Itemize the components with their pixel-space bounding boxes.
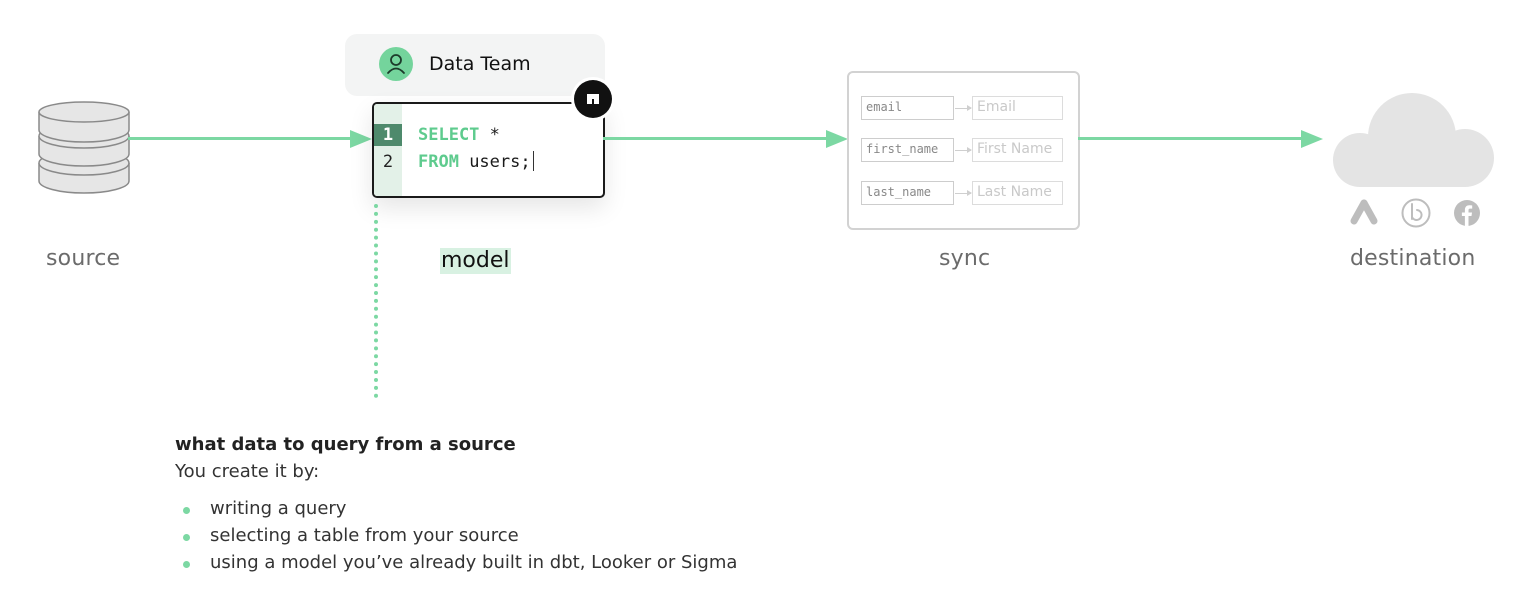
database-icon (38, 101, 130, 194)
flow-arrow-model-sync (603, 137, 829, 140)
stage-label-sync: sync (939, 246, 991, 271)
cloud-icon (1333, 93, 1494, 187)
model-description-title: what data to query from a source (175, 434, 516, 455)
list-item: using a model you’ve already built in db… (183, 551, 737, 578)
app-logo-icon (574, 80, 612, 118)
stage-label-source: source (46, 246, 121, 271)
destination-field-first-name: First Name (972, 138, 1063, 162)
destination-field-email: Email (972, 96, 1063, 120)
list-item-text: writing a query (210, 498, 347, 519)
flow-arrowhead-source-model (350, 130, 372, 148)
sql-text: * (479, 125, 500, 145)
mapping-arrow-icon (955, 105, 972, 111)
destination-field-last-name: Last Name (972, 181, 1063, 205)
mapping-arrow-icon (955, 147, 972, 153)
ads-logo-icon (1350, 199, 1378, 225)
model-creation-options-list: writing a query selecting a table from y… (183, 497, 737, 578)
stage-label-destination: destination (1350, 246, 1476, 271)
facebook-logo-icon (1454, 200, 1480, 226)
code-line-2: FROM users; (418, 151, 534, 173)
sql-text: users; (458, 152, 531, 172)
model-callout-connector (374, 204, 378, 398)
sql-keyword: FROM (418, 152, 459, 172)
flow-arrow-source-model (128, 137, 354, 140)
sql-keyword: SELECT (418, 125, 480, 145)
team-name: Data Team (429, 53, 531, 75)
stage-label-model: model (440, 248, 511, 274)
line-number: 1 (374, 124, 402, 146)
avatar (379, 47, 413, 81)
list-item: selecting a table from your source (183, 524, 737, 551)
sync-mapping-panel: email Email first_name First Name last_n… (847, 71, 1080, 230)
text-caret (532, 151, 534, 171)
mapping-arrow-icon (955, 190, 972, 196)
user-icon (387, 54, 405, 74)
model-description-subtitle: You create it by: (175, 461, 320, 482)
code-line-1: SELECT * (418, 124, 500, 146)
sql-editor[interactable]: 1 2 SELECT * FROM users; (372, 102, 605, 198)
source-field-first-name: first_name (861, 138, 954, 162)
braze-logo-icon (1401, 198, 1431, 228)
editor-gutter (374, 104, 402, 196)
list-item-text: selecting a table from your source (210, 525, 519, 546)
flow-arrow-sync-destination (1078, 137, 1304, 140)
flow-arrowhead-model-sync (826, 130, 848, 148)
bullet-dot-icon (183, 561, 190, 568)
list-item: writing a query (183, 497, 737, 524)
source-field-last-name: last_name (861, 181, 954, 205)
flow-arrowhead-sync-destination (1301, 130, 1323, 148)
bullet-dot-icon (183, 507, 190, 514)
list-item-text: using a model you’ve already built in db… (210, 552, 738, 573)
source-field-email: email (861, 96, 954, 120)
team-bar: Data Team (345, 34, 605, 96)
line-number: 2 (382, 152, 394, 172)
bullet-dot-icon (183, 534, 190, 541)
